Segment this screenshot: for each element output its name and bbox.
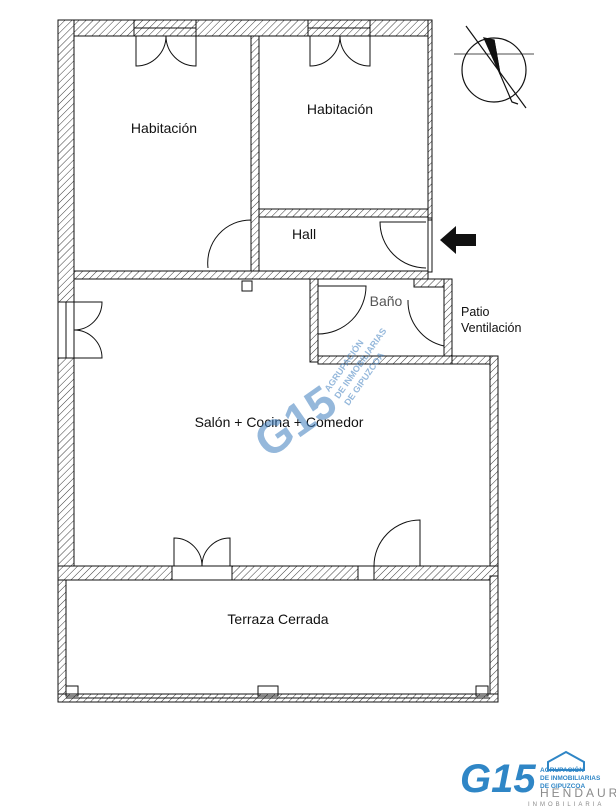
- wall-left-lower: [57, 357, 75, 569]
- logo-brand: HENDAUR: [540, 786, 616, 800]
- wall-right-upper: [427, 19, 433, 221]
- entrance-arrow-icon: [440, 226, 476, 254]
- wall-terrace-top-3: [373, 565, 499, 581]
- wall-bedrooms: [250, 35, 260, 279]
- wall-left-upper: [57, 19, 75, 303]
- logo-mark: G15: [460, 757, 536, 801]
- logo-line-3: DE GIPUZCOA: [540, 783, 585, 790]
- wall-bed2-bottom: [258, 208, 429, 218]
- company-logo: G15 AGRUPACIÓN DE INMOBILIARIAS DE GIPUZ…: [460, 750, 616, 808]
- wall-terrace-left: [57, 579, 67, 703]
- wall-bath-left: [309, 278, 319, 363]
- label-bedroom-1: Habitación: [131, 120, 197, 136]
- label-terrace: Terraza Cerrada: [227, 611, 328, 627]
- label-patio-1: Patio: [461, 305, 490, 319]
- wall-hall-bottom: [73, 270, 429, 280]
- logo-line-2: DE INMOBILIARIAS: [540, 775, 601, 782]
- logo-tagline: INMOBILIARIA: [528, 802, 604, 808]
- wall-top: [57, 19, 433, 37]
- wall-terrace-top-1: [57, 565, 173, 581]
- wall-bath-right: [443, 278, 453, 363]
- watermark: G15 AGRUPACIÓN DE INMOBILIARIAS DE GIPUZ…: [245, 326, 389, 467]
- walls: [57, 19, 499, 703]
- label-patio-2: Ventilación: [461, 321, 522, 335]
- north-compass-icon: [454, 25, 534, 109]
- logo-house-icon: [547, 750, 585, 771]
- label-hall: Hall: [292, 226, 316, 242]
- label-bedroom-2: Habitación: [307, 101, 373, 117]
- wall-terrace-right: [489, 575, 499, 703]
- logo-line-1: AGRUPACIÓN: [540, 765, 584, 774]
- wall-living-right-v: [489, 355, 499, 577]
- wall-terrace-top-2: [231, 565, 359, 581]
- wall-bath-top-step: [413, 278, 445, 288]
- label-living: Salón + Cocina + Comedor: [195, 414, 364, 430]
- label-bathroom: Baño: [370, 293, 403, 309]
- doors: [73, 35, 445, 567]
